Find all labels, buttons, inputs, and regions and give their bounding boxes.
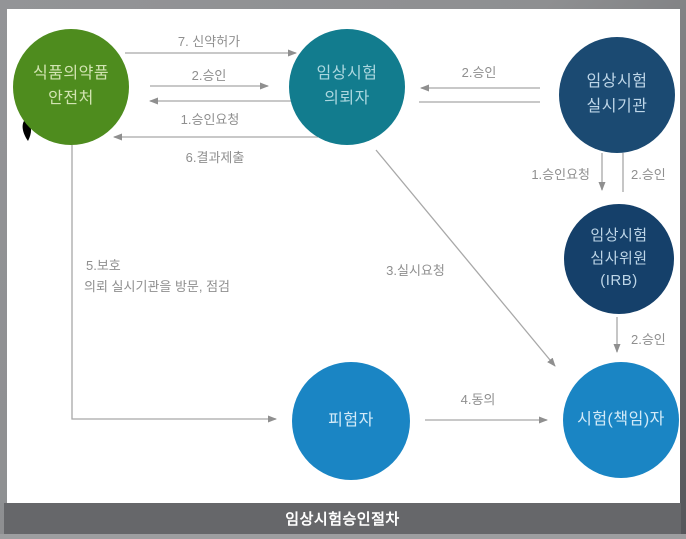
node-subject: 피험자 — [292, 362, 410, 480]
edge-label-result-submission: 6.결과제출 — [185, 150, 245, 165]
node-subject-line1: 피험자 — [328, 411, 374, 429]
node-irb-line3: (IRB) — [600, 272, 638, 290]
node-sponsor-line1: 임상시험 — [316, 65, 378, 83]
node-investigator-line1: 시험(책임)자 — [577, 410, 665, 428]
edge-label-protection-detail: 의뢰 실시기관을 방문, 점검 — [84, 279, 231, 294]
node-mfds-line1: 식품의약품 — [32, 65, 110, 83]
edge-label-approval-request-to-mfds: 1.승인요청 — [180, 112, 240, 127]
edge-label-approval-from-institution: 2.승인 — [461, 65, 497, 80]
edge-label-execution-request: 3.실시요청 — [386, 263, 445, 278]
bottom-strip — [0, 534, 686, 539]
edge-label-approval-to-investigator: 2.승인 — [631, 332, 666, 347]
node-investigator: 시험(책임)자 — [563, 362, 679, 478]
edge-label-consent: 4.동의 — [460, 392, 496, 407]
node-irb-line2: 심사위원 — [590, 249, 648, 267]
node-mfds: 식품의약품 안전처 — [13, 29, 129, 145]
edge-label-approval-request-to-irb: 1.승인요청 — [531, 167, 590, 182]
edge-label-protection: 5.보호 — [86, 258, 121, 273]
edge-label-approval-to-sponsor: 2.승인 — [191, 68, 227, 83]
footer-title-bar: 임상시험승인절차 — [4, 503, 681, 534]
node-sponsor-line2: 의뢰자 — [324, 90, 370, 107]
node-sponsor: 임상시험 의뢰자 — [289, 29, 405, 145]
node-mfds-line2: 안전처 — [48, 90, 94, 107]
node-irb-line1: 임상시험 — [590, 227, 648, 245]
node-institution-line1: 임상시험 — [586, 73, 648, 91]
node-institution-line2: 실시기관 — [586, 98, 648, 115]
node-irb: 임상시험 심사위원 (IRB) — [564, 204, 674, 314]
footer-title: 임상시험승인절차 — [285, 511, 400, 528]
node-institution: 임상시험 실시기관 — [559, 37, 675, 153]
edge-label-approval-from-irb: 2.승인 — [631, 167, 666, 182]
edge-label-new-drug-license: 7. 신약허가 — [177, 34, 241, 49]
